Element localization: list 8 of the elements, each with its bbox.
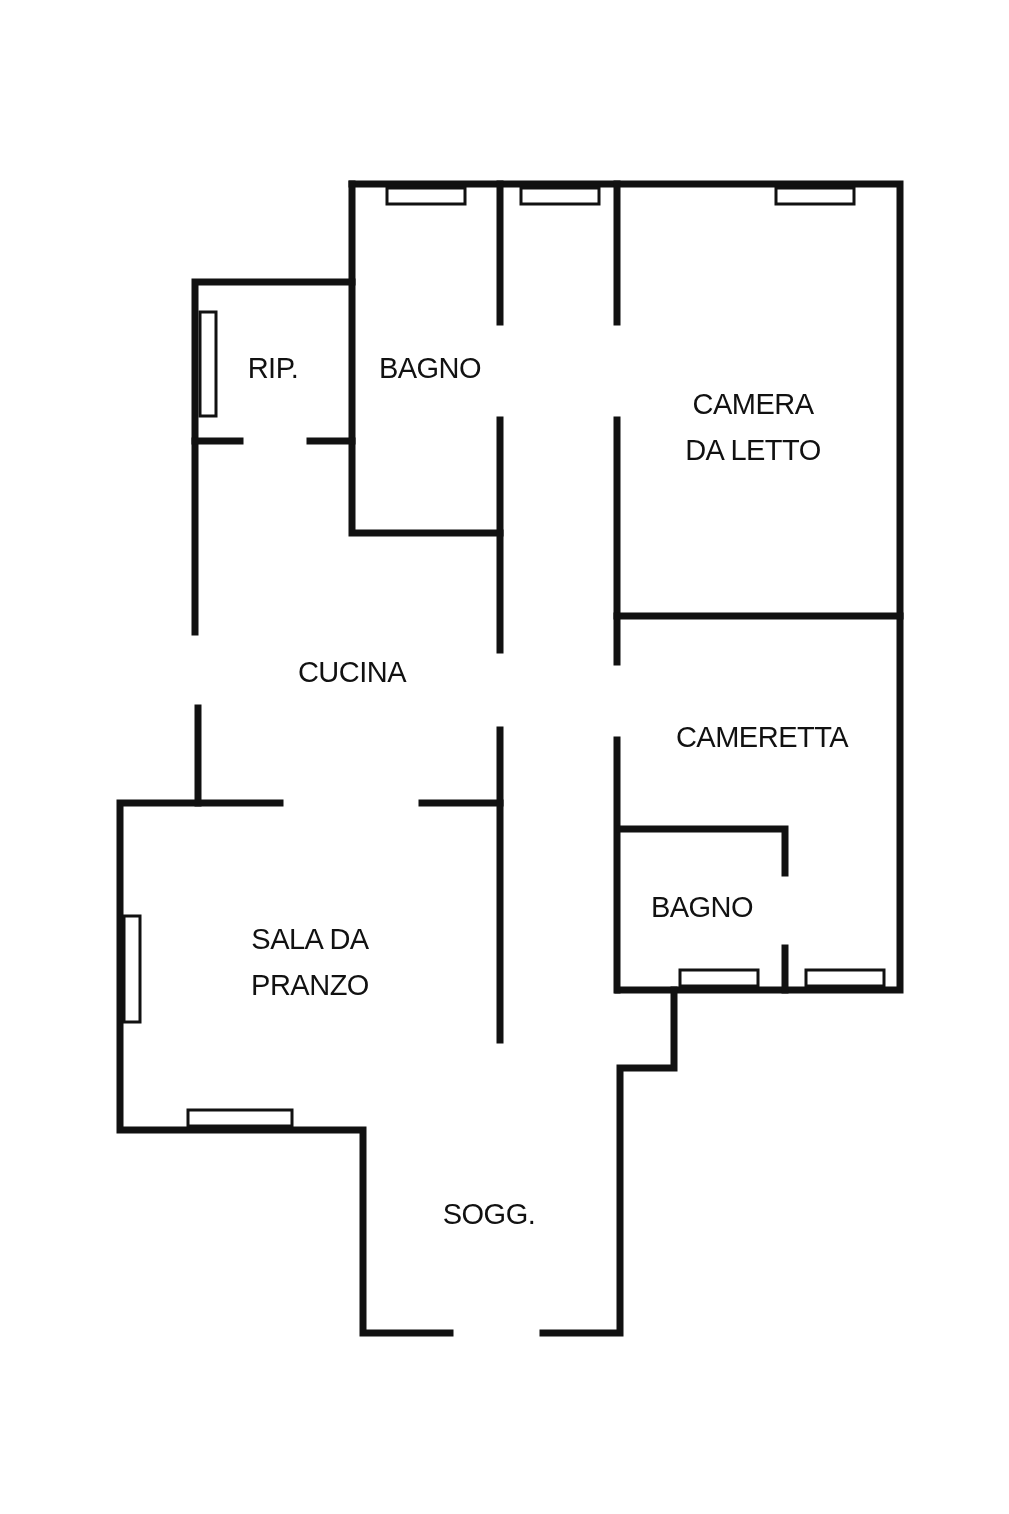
room-label: SOGG. xyxy=(442,1197,536,1232)
room-label: RIP. xyxy=(247,351,299,386)
room-label: SALA DA PRANZO xyxy=(250,922,370,1003)
room-label: CAMERETTA xyxy=(675,720,849,755)
room-label: BAGNO xyxy=(378,351,482,386)
room-label: CAMERA DA LETTO xyxy=(684,387,822,468)
room-label: CUCINA xyxy=(297,655,407,690)
room-label: BAGNO xyxy=(650,890,754,925)
